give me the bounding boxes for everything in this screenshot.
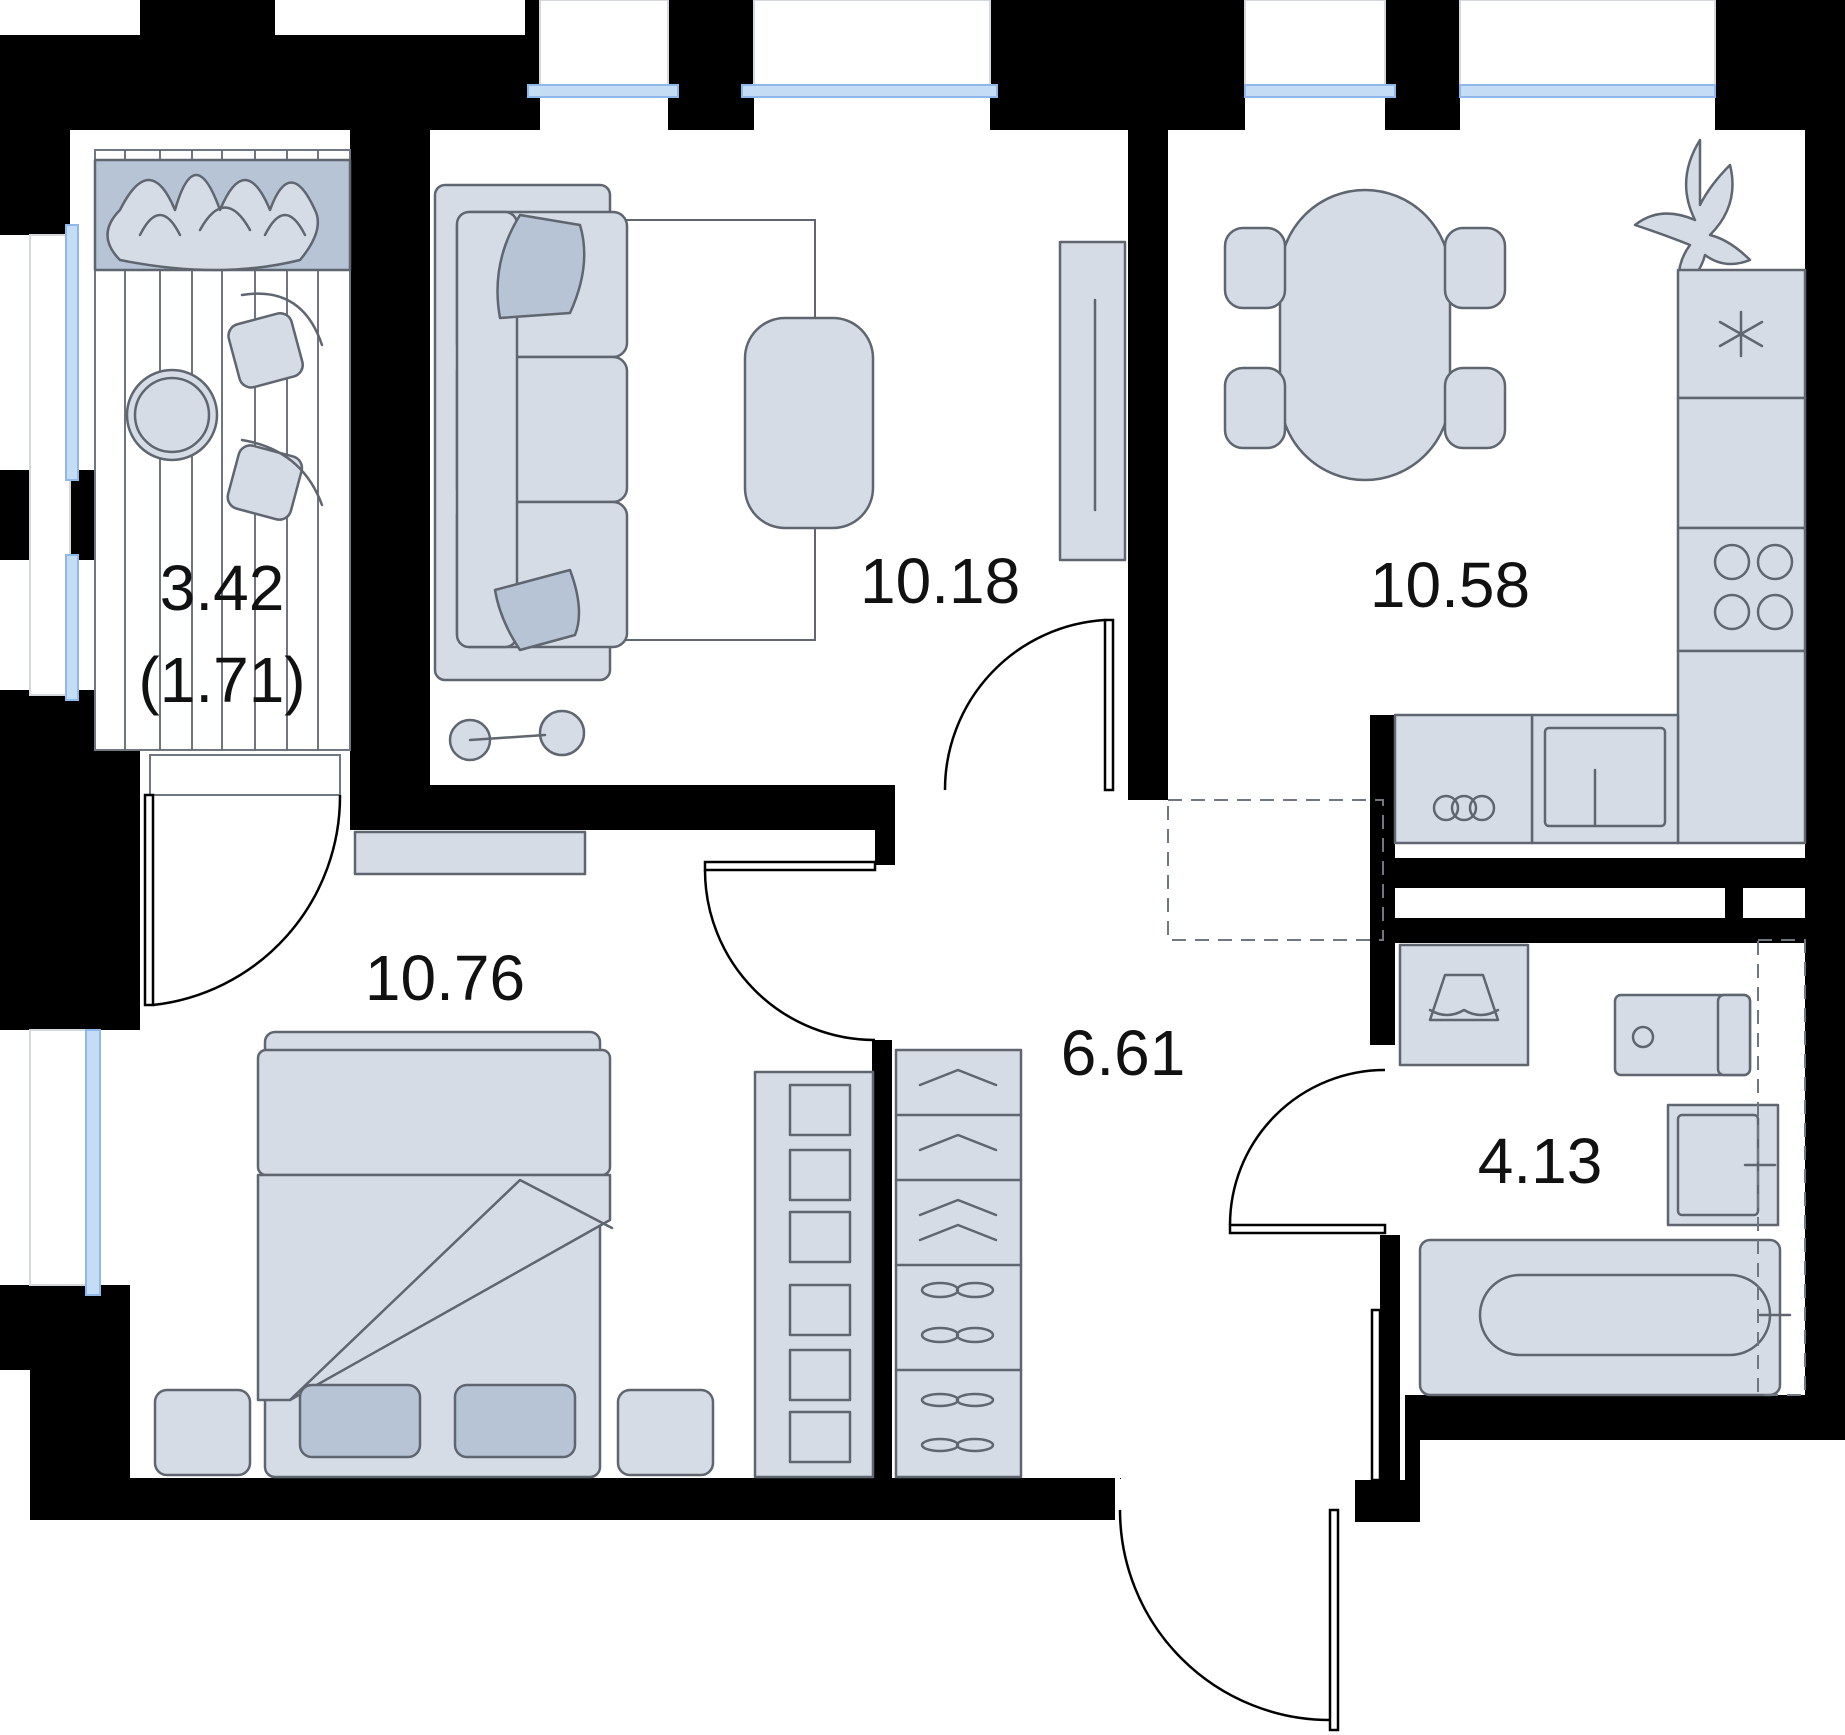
living-room-area-label: 10.18 xyxy=(860,545,1020,617)
walls xyxy=(0,0,1845,1522)
pillow-icon xyxy=(493,568,581,652)
chair-icon xyxy=(1223,226,1287,310)
floor-lamp-icon xyxy=(448,709,586,762)
balcony-reduced-area-label: (1.71) xyxy=(138,644,305,716)
chair-icon xyxy=(1443,226,1507,310)
chair-icon xyxy=(227,292,324,389)
balcony: 3.42 (1.71) xyxy=(93,149,352,796)
nightstand-icon xyxy=(616,1388,715,1477)
bathtub-icon xyxy=(1418,1238,1792,1397)
round-table-icon xyxy=(125,368,219,462)
door-swing-icon xyxy=(143,793,342,1007)
nightstand-icon xyxy=(153,1388,252,1477)
washbasin-icon xyxy=(1666,1103,1780,1227)
snowflake-icon xyxy=(1718,310,1764,358)
bathroom: 4.13 xyxy=(1398,939,1806,1397)
toilet-icon xyxy=(1613,993,1752,1077)
potted-plant-icon xyxy=(1633,138,1752,292)
coffee-table-icon xyxy=(743,316,875,530)
stove-icon xyxy=(1676,526,1807,653)
pillow-icon xyxy=(298,1383,422,1459)
dining-table-icon xyxy=(1278,188,1452,482)
bathroom-area-label: 4.13 xyxy=(1478,1125,1603,1197)
chair-icon xyxy=(1223,366,1287,450)
bed-icon xyxy=(256,1030,614,1479)
living-room: 10.18 xyxy=(433,183,1127,762)
plant-planter-icon xyxy=(93,158,352,272)
dishwasher-icon xyxy=(1393,713,1534,845)
windows xyxy=(29,0,1716,1296)
chair-icon xyxy=(226,438,324,521)
shoes-icon xyxy=(920,1281,995,1453)
pillow-icon xyxy=(496,213,586,320)
sink-icon xyxy=(1530,713,1680,845)
doors xyxy=(143,618,1387,1732)
wardrobe-icon xyxy=(894,1048,1023,1479)
bedroom-area-label: 10.76 xyxy=(365,942,525,1014)
tv-unit-icon xyxy=(1058,240,1127,562)
kitchen-counter-icon xyxy=(1676,396,1807,530)
balcony-area-label: 3.42 xyxy=(160,552,285,624)
door-swing-icon xyxy=(703,860,877,1042)
hanger-icon xyxy=(918,1068,998,1242)
door-swing-icon xyxy=(1228,1068,1387,1235)
refrigerator-icon xyxy=(1676,268,1807,400)
hallway-area-label: 6.61 xyxy=(1061,1017,1186,1089)
hallway: 6.61 xyxy=(894,799,1384,1479)
dresser-icon xyxy=(753,1070,875,1479)
door-swing-icon xyxy=(943,618,1115,792)
chair-icon xyxy=(1443,366,1507,450)
pillow-icon xyxy=(453,1383,577,1459)
kitchen-counter-icon xyxy=(1676,649,1807,845)
tv-unit-icon xyxy=(353,830,587,876)
kitchen: 10.58 xyxy=(1223,138,1807,845)
bedroom: 10.76 xyxy=(153,830,875,1479)
washing-machine-icon xyxy=(1398,943,1530,1067)
kitchen-area-label: 10.58 xyxy=(1370,549,1530,621)
door-swing-icon xyxy=(1118,1508,1340,1732)
